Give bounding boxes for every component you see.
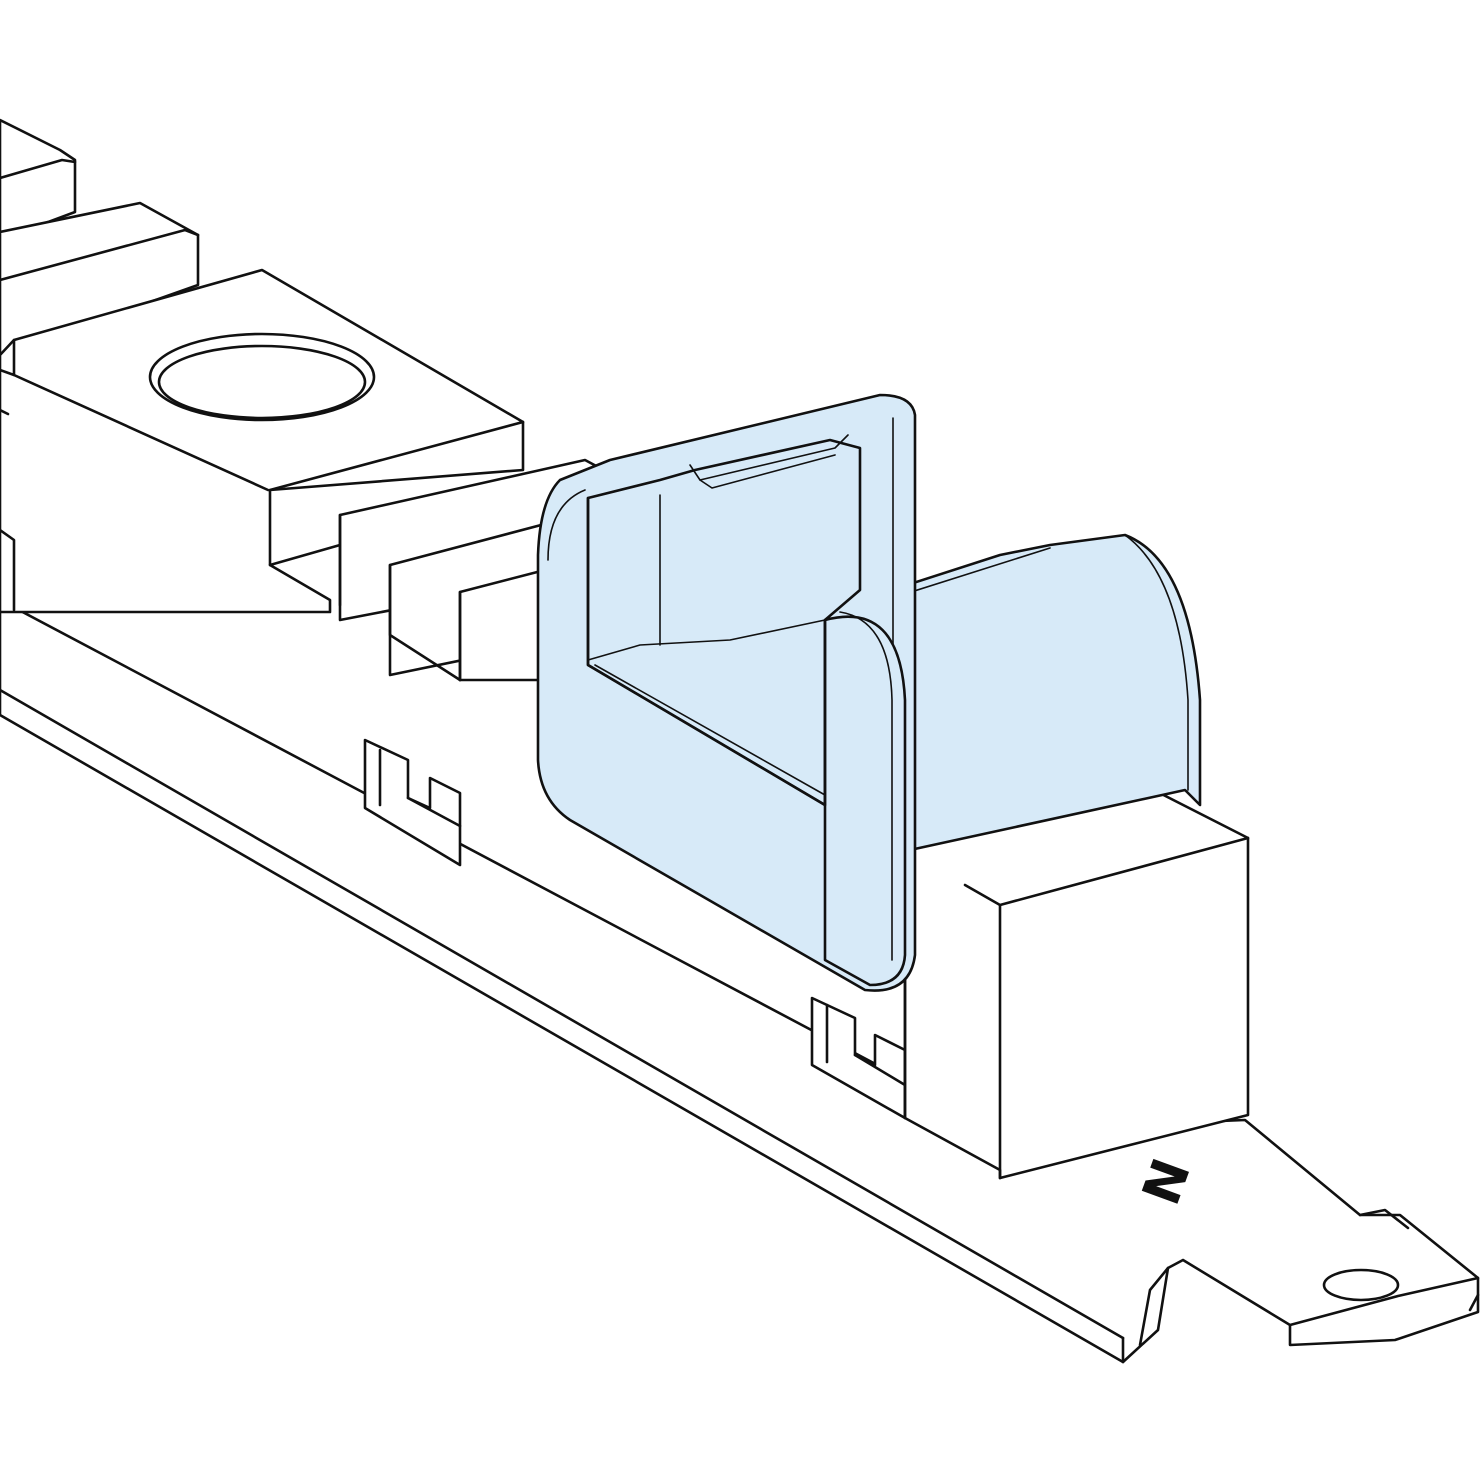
busbar-blocks-left bbox=[0, 118, 200, 357]
connection-block bbox=[0, 268, 525, 614]
mounting-hole bbox=[1322, 1268, 1400, 1302]
comb-teeth bbox=[338, 458, 602, 682]
cable-hole-inner-rim bbox=[157, 344, 367, 420]
rail-clip-right bbox=[810, 996, 907, 1120]
mounting-rail bbox=[0, 598, 1480, 1364]
cable-hole bbox=[148, 332, 376, 422]
terminal-block bbox=[903, 781, 1250, 1180]
rail-clip-left bbox=[363, 738, 462, 867]
insulating-shield bbox=[536, 393, 1202, 992]
